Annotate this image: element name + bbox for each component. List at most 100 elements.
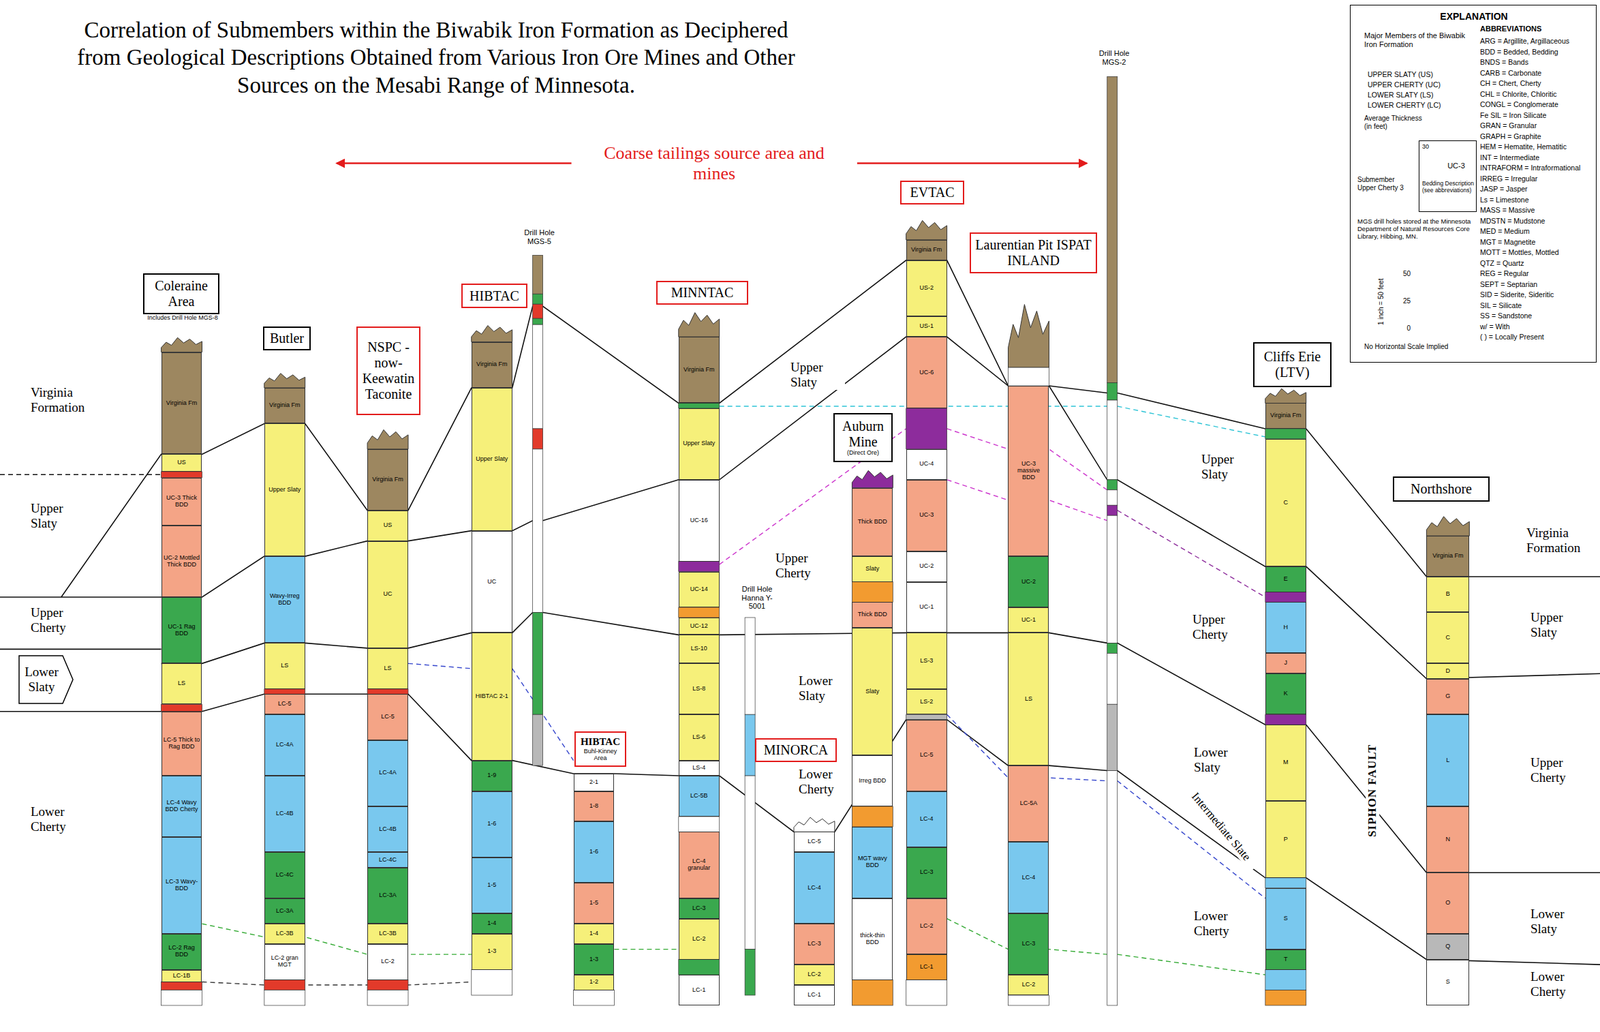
rock-band bbox=[161, 981, 203, 991]
box-text: UC-3 bbox=[1438, 161, 1474, 171]
rock-band bbox=[161, 703, 203, 711]
unit-label: 2-1 bbox=[575, 778, 613, 786]
rock-band bbox=[367, 979, 409, 991]
plain-bands bbox=[161, 76, 1307, 1006]
rock-unit: K bbox=[1265, 673, 1307, 715]
rock-unit: LS bbox=[264, 642, 306, 689]
unit-label: Virginia Fm bbox=[266, 402, 304, 409]
rock-band bbox=[678, 561, 720, 572]
rock-unit: US-2 bbox=[906, 260, 948, 317]
unit-label: LC-3 bbox=[795, 940, 833, 948]
unit-label: K bbox=[1267, 690, 1305, 698]
unit-label: LC-5 bbox=[795, 838, 833, 845]
box-text: Bedding Description (see abbreviations) bbox=[1422, 180, 1475, 195]
unit-label: LC-2 bbox=[908, 922, 946, 930]
unit-label: LC-4 bbox=[795, 884, 833, 892]
rock-band bbox=[1007, 367, 1049, 386]
rock-unit: Virginia Fm bbox=[1426, 535, 1470, 577]
unit-label: 1-5 bbox=[473, 881, 511, 889]
member-label: Upper Slaty bbox=[1530, 609, 1586, 640]
mine-label-box: MINNTAC bbox=[656, 280, 749, 305]
rock-unit: LC-5 bbox=[793, 831, 835, 852]
unit-label: C bbox=[1267, 499, 1305, 507]
unit-label: LC-2 bbox=[1009, 981, 1047, 989]
dashed-correlation-line bbox=[201, 981, 471, 985]
unit-label: LC-5B bbox=[680, 792, 718, 800]
dashed-correlation-line bbox=[201, 923, 471, 955]
unit-label: LC-5 bbox=[266, 700, 304, 708]
rock-unit: UC-3 massive BDD bbox=[1007, 385, 1049, 557]
unit-label: Thick BDD bbox=[853, 611, 891, 619]
rock-band bbox=[1107, 703, 1118, 771]
unit-label: UC bbox=[369, 590, 407, 598]
rock-band bbox=[532, 293, 544, 304]
pentagon-shape bbox=[19, 655, 73, 704]
rock-unit: UC-3 bbox=[906, 479, 948, 552]
rock-unit: LC-3 bbox=[906, 847, 948, 899]
box-text: SEPT = Septarian bbox=[1480, 280, 1598, 289]
rock-unit: MGT wavy BDD bbox=[851, 826, 893, 899]
unit-label: S bbox=[1428, 978, 1468, 986]
rock-unit: Upper Slaty bbox=[678, 408, 720, 480]
unit-label: L bbox=[1428, 757, 1468, 764]
rock-unit: 1-8 bbox=[573, 791, 615, 822]
rock-unit: LC-1 bbox=[793, 984, 835, 1006]
unit-label: LS bbox=[369, 665, 407, 672]
rock-unit: LC-4 granular bbox=[678, 831, 720, 898]
member-label: Upper Slaty bbox=[30, 500, 86, 531]
rock-band bbox=[264, 990, 306, 1006]
rock-unit: LC-4 Wavy BDD Cherty bbox=[161, 775, 203, 837]
unit-label: LC-3 bbox=[908, 868, 946, 876]
box-text: MOTT = Mottles, Mottled bbox=[1480, 248, 1598, 257]
unit-label: Q bbox=[1428, 943, 1468, 950]
rock-band bbox=[1265, 428, 1307, 439]
rock-band bbox=[264, 688, 306, 694]
member-label: Lower Cherty bbox=[30, 804, 86, 835]
member-label: Lower Slaty bbox=[1193, 744, 1243, 775]
unit-label: D bbox=[1428, 667, 1468, 675]
rock-unit: LC-3 bbox=[1007, 913, 1049, 975]
rock-unit: LC-5 bbox=[264, 693, 306, 715]
unit-label: UC-1 bbox=[908, 603, 946, 611]
dashed-correlation-line bbox=[1117, 780, 1266, 899]
member-label: Lower Cherty bbox=[1193, 908, 1248, 939]
mine-label-box: NSPC -now- Keewatin Taconite bbox=[356, 326, 421, 415]
rock-band bbox=[851, 979, 893, 1006]
box-text: Auburn Mine bbox=[836, 418, 890, 450]
unit-label: LC-4B bbox=[266, 810, 304, 818]
rock-unit: 1-9 bbox=[471, 760, 513, 792]
rock-unit: UC-6 bbox=[906, 336, 948, 409]
unit-label: Wavy-Irreg BDD bbox=[266, 592, 304, 607]
unit-label: LC-1B bbox=[163, 972, 201, 980]
rock-band bbox=[367, 990, 409, 1006]
rock-unit: LC-2 bbox=[793, 964, 835, 985]
rock-unit: Upper Slaty bbox=[264, 423, 306, 557]
rock-unit: UC-3 Thick BDD bbox=[161, 477, 203, 526]
rock-unit: UC-4 bbox=[906, 449, 948, 480]
box-text: HIBTAC bbox=[464, 288, 525, 304]
box-text: UPPER CHERTY (UC) bbox=[1367, 80, 1477, 89]
rock-unit: C bbox=[1426, 611, 1470, 664]
unit-label: LC-2 gran MGT bbox=[266, 954, 304, 969]
rock-unit: B bbox=[1426, 576, 1470, 612]
rock-band bbox=[678, 607, 720, 618]
rock-band bbox=[532, 428, 544, 450]
mine-label-box: MINORCA bbox=[755, 737, 837, 762]
unit-label: Virginia Fm bbox=[369, 476, 407, 484]
unit-label: Virginia Fm bbox=[163, 400, 201, 407]
rock-top bbox=[264, 373, 306, 388]
rock-unit: LC-3 bbox=[678, 898, 720, 919]
rock-band bbox=[678, 816, 720, 832]
mine-label-box: Northshore bbox=[1392, 476, 1490, 502]
box-text: 25 bbox=[1395, 297, 1411, 306]
rock-unit: LS-10 bbox=[678, 634, 720, 664]
unit-label: 1-6 bbox=[473, 820, 511, 828]
unit-label: LS-6 bbox=[680, 733, 718, 741]
unit-label: 1-3 bbox=[473, 947, 511, 955]
unit-label: LC-2 bbox=[680, 935, 718, 943]
rock-band bbox=[1107, 479, 1118, 490]
rock-band bbox=[532, 611, 544, 715]
arrow-line bbox=[336, 162, 572, 165]
unit-label: US bbox=[163, 459, 201, 467]
rock-unit: Thick BDD bbox=[851, 487, 893, 557]
